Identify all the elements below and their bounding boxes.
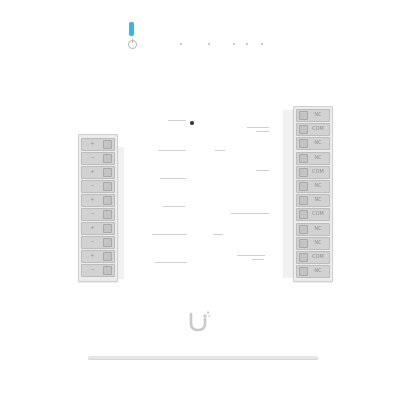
u-logo-icon (189, 311, 210, 332)
terminal-screw-icon (299, 196, 308, 206)
label-mark (247, 127, 269, 128)
terminal-slot: NC (296, 109, 330, 122)
terminal-slot: + (81, 194, 115, 207)
terminal-label: − (90, 211, 95, 217)
label-mark (252, 259, 264, 260)
terminal-label: + (90, 197, 95, 203)
terminal-label: + (90, 253, 95, 259)
label-mark (215, 150, 225, 151)
terminal-label: − (90, 267, 95, 273)
label-mark (160, 178, 186, 179)
terminal-label: − (90, 183, 95, 189)
terminal-screw-icon (299, 139, 308, 149)
indicator-dot (233, 43, 235, 45)
terminal-label: + (90, 225, 95, 231)
label-mark (152, 234, 187, 235)
terminal-slot: NC (296, 137, 330, 151)
terminal-screw-icon (299, 253, 308, 262)
indicator-dot (208, 43, 210, 45)
terminal-screw-icon (299, 167, 308, 177)
terminal-slot: NC (296, 222, 330, 236)
terminal-label: NC (314, 112, 322, 118)
terminal-screw-icon (103, 252, 112, 261)
terminal-screw-icon (103, 154, 112, 163)
terminal-screw-icon (103, 182, 112, 191)
terminal-label: + (90, 169, 95, 175)
terminal-slot: − (81, 208, 115, 221)
terminal-slot: COM (296, 165, 330, 179)
terminal-label: COM (312, 168, 324, 175)
label-mark (213, 234, 223, 235)
terminal-screw-icon (299, 125, 308, 135)
power-icon (128, 39, 137, 49)
terminal-slot: − (81, 152, 115, 165)
terminal-label: NC (314, 268, 322, 275)
terminal-label: − (90, 155, 95, 161)
terminal-label: NC (314, 225, 322, 232)
terminal-screw-icon (103, 210, 112, 219)
label-mark (158, 150, 186, 151)
terminal-screw-icon (299, 111, 308, 120)
terminal-screw-icon (103, 224, 112, 233)
left-terminal-block: + − + − + − + − + − (78, 134, 118, 282)
label-mark (231, 213, 269, 214)
terminal-slot: − (81, 264, 115, 277)
terminal-slot: NC (296, 236, 330, 250)
terminal-screw-icon (103, 196, 112, 205)
terminal-label: − (90, 239, 95, 245)
status-led (129, 22, 134, 36)
label-mark (256, 131, 269, 132)
indicator-dot (180, 43, 182, 45)
terminal-slot: + (81, 250, 115, 263)
terminal-slot: + (81, 166, 115, 179)
indicator-dot (261, 43, 263, 45)
terminal-label: COM (312, 254, 324, 260)
terminal-label: + (90, 141, 95, 147)
terminal-slot: + (81, 138, 115, 151)
terminal-screw-icon (103, 238, 112, 247)
terminal-slot: − (81, 180, 115, 193)
terminal-label: NC (314, 183, 322, 189)
terminal-slot: NC (296, 180, 330, 193)
terminal-screw-icon (299, 182, 308, 191)
terminal-screw-icon (299, 224, 308, 234)
indicator-dot (246, 43, 248, 45)
label-mark (237, 255, 265, 256)
label-mark (155, 262, 187, 263)
terminal-screw-icon (103, 168, 112, 177)
bottom-bar (88, 356, 318, 359)
terminal-slot: COM (296, 251, 330, 264)
terminal-label: NC (314, 239, 322, 246)
terminal-label: COM (312, 126, 324, 133)
terminal-screw-icon (299, 153, 308, 163)
terminal-slot: NC (296, 194, 330, 208)
terminal-screw-icon (299, 210, 308, 220)
terminal-screw-icon (103, 140, 112, 149)
label-mark (256, 170, 269, 171)
center-indicator-dot (190, 121, 194, 125)
terminal-slot: NC (296, 151, 330, 165)
terminal-slot: COM (296, 123, 330, 137)
terminal-screw-icon (103, 266, 112, 275)
terminal-slot: − (81, 236, 115, 249)
terminal-slot: COM (296, 208, 330, 222)
terminal-label: NC (314, 154, 322, 161)
terminal-label: NC (314, 197, 322, 204)
terminal-label: NC (314, 140, 322, 147)
label-mark (168, 120, 186, 121)
terminal-slot: NC (296, 265, 330, 279)
top-indicator-row (128, 39, 278, 50)
terminal-screw-icon (299, 267, 308, 277)
terminal-label: COM (312, 211, 324, 218)
right-terminal-block: NC COM NC NC COM NC NC COM NC NC COM NC (293, 106, 333, 282)
terminal-screw-icon (299, 238, 308, 248)
label-mark (163, 206, 185, 207)
terminal-slot: + (81, 222, 115, 235)
